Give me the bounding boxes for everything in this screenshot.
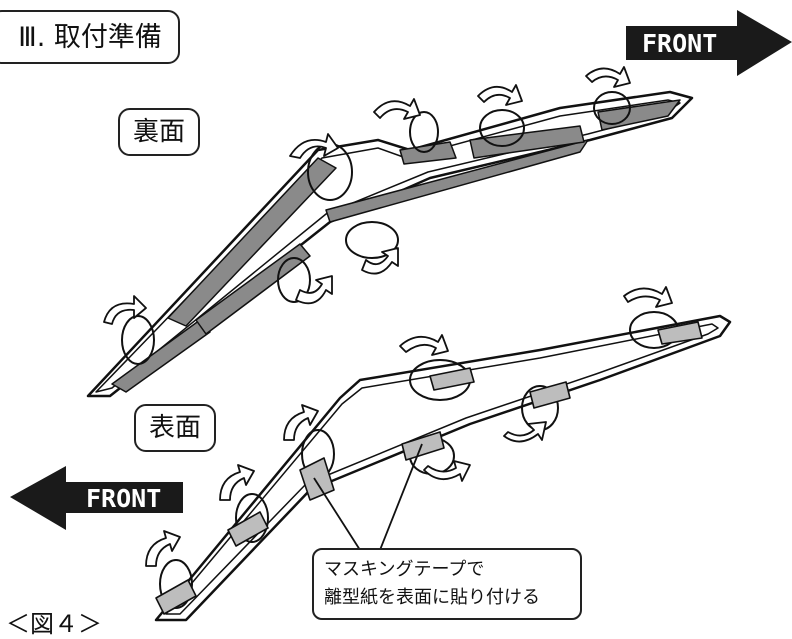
back-side-part [86,66,694,398]
front-side-label: 表面 [134,404,216,452]
front-arrow-bottom-label: FRONT [86,484,161,513]
note-line-1: マスキングテープで [324,559,485,580]
back-side-label: 裏面 [118,108,200,156]
figure-caption: ＜図４＞ [6,610,102,638]
front-arrow-top: FRONT [626,10,792,76]
note-leader-lines [313,443,423,551]
front-arrow-bottom: FRONT [10,466,183,530]
front-arrow-top-label: FRONT [642,29,717,58]
note-line-2: 離型紙を表面に貼り付ける [324,587,540,608]
masking-tape-note: マスキングテープで 離型紙を表面に貼り付ける [312,548,582,620]
section-title: Ⅲ. 取付準備 [0,10,180,64]
front-side-part [145,286,732,622]
